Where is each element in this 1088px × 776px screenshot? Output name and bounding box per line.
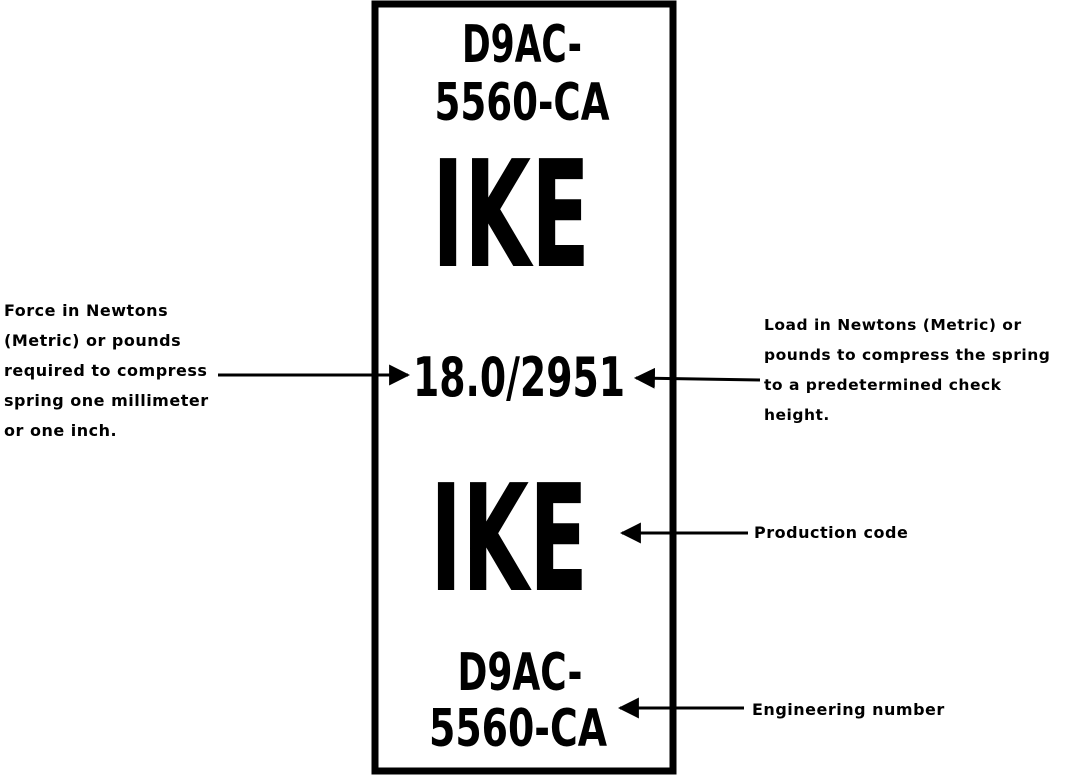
rate-and-load-value: 18.0/2951 (413, 346, 625, 409)
load-callout-arrow (633, 367, 761, 389)
production-code-callout-label: Production code (754, 518, 908, 548)
spring-tag-border (371, 0, 677, 775)
force-callout-label: Force in Newtons (Metric) or pounds requ… (4, 296, 209, 446)
force-callout-line: or one inch. (4, 421, 118, 440)
production-code-callout-text: Production code (754, 523, 909, 542)
engineering-number-callout-label: Engineering number (752, 695, 945, 725)
top-engineering-number-line-1: D9AC- (462, 15, 582, 75)
engineering-number-callout-text: Engineering number (752, 700, 945, 719)
load-callout-label: Load in Newtons (Metric) or pounds to co… (764, 310, 1050, 430)
bottom-engineering-number-line-2: 5560-CA (429, 699, 607, 759)
force-callout-line: spring one millimeter (4, 391, 209, 410)
top-production-code: IKE (432, 129, 590, 301)
load-callout-line: to a predetermined check (764, 376, 1002, 394)
bottom-production-code: IKE (430, 453, 588, 625)
force-callout-line: (Metric) or pounds (4, 331, 182, 350)
load-callout-line: height. (764, 406, 830, 424)
force-callout-line: Force in Newtons (4, 301, 169, 320)
top-engineering-number-line-2: 5560-CA (435, 73, 610, 133)
bottom-engineering-number-line-1: D9AC- (458, 643, 583, 703)
load-callout-line: Load in Newtons (Metric) or (764, 316, 1022, 334)
force-callout-line: required to compress (4, 361, 208, 380)
load-callout-line: pounds to compress the spring (764, 346, 1051, 364)
